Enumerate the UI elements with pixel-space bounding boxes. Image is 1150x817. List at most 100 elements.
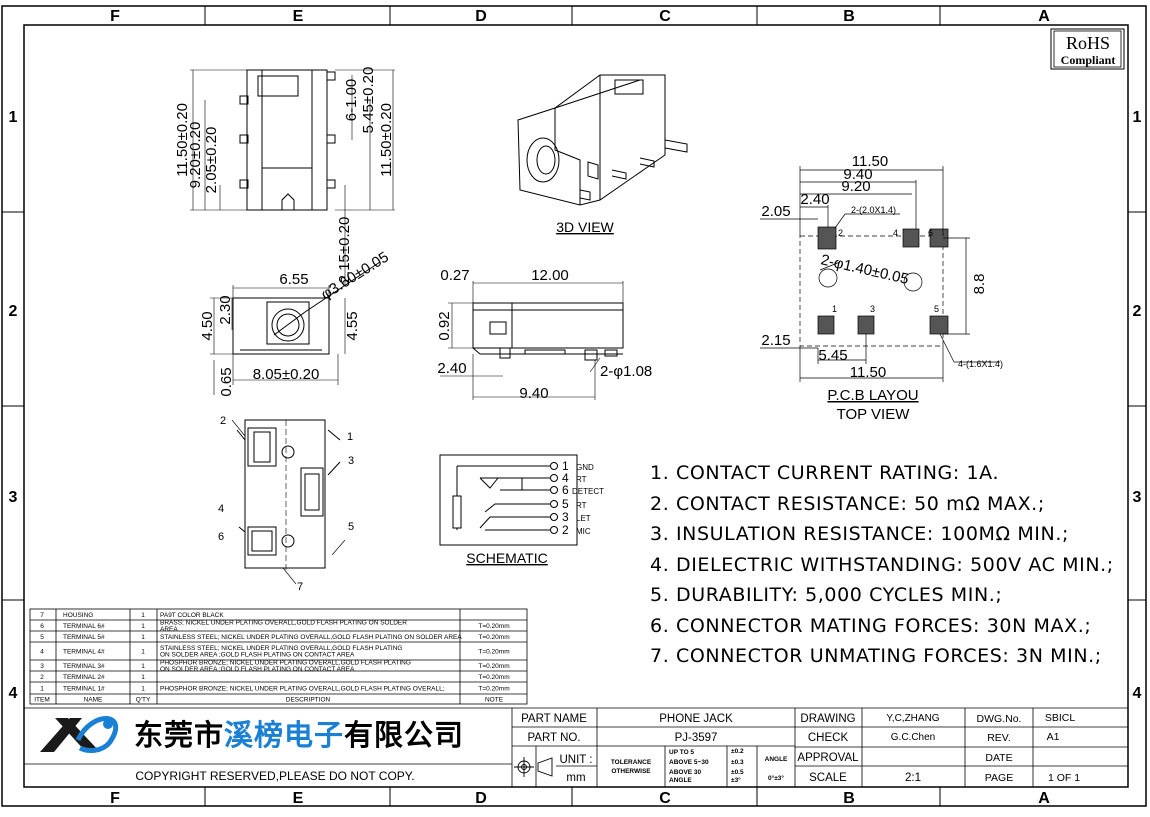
check-value: G.C.Chen (891, 732, 935, 743)
unit-value: mm (566, 772, 585, 784)
side-view-drawing (440, 281, 624, 400)
bom-item: 4 (40, 648, 44, 655)
dim-pcb-11-50: 11.50 (852, 153, 888, 170)
tol-range-4: ANGLE (669, 777, 692, 784)
notes-list: 1. CONTACT CURRENT RATING: 1A. 2. CONTAC… (650, 458, 1120, 672)
note-item: 7. CONNECTOR UNMATING FORCES: 3N MIN.; (650, 645, 1102, 667)
schematic-pin-1-name: GND (576, 463, 594, 472)
schematic-pin-5-name: RT (576, 501, 587, 510)
tol-range-3: ABOVE 30 (669, 769, 702, 776)
pcb-pin-1: 1 (832, 304, 837, 314)
dim-side-9-40: 9.40 (519, 385, 548, 402)
bottom-callout-7: 7 (297, 581, 303, 593)
bom-name: TERMINAL 4# (63, 648, 105, 655)
dim-front-2-30: 2.30 (217, 295, 234, 324)
bom-name: TERMINAL 1# (63, 685, 105, 692)
approval-label: APPROVAL (797, 752, 859, 764)
pcb-sublabel: TOP VIEW (837, 406, 911, 423)
bom-header: NOTE (485, 697, 504, 704)
tol-value-3: ±0.5 (731, 769, 744, 776)
part-name-value: PHONE JACK (659, 713, 733, 725)
tolerance-label-1: TOLERANCE (611, 759, 652, 766)
zone-col-d-top: D (475, 8, 487, 25)
dim-top-11-50b: 11.50±0.20 (378, 103, 395, 177)
date-label: DATE (985, 752, 1012, 764)
schematic-pin-2-name: MIC (576, 527, 591, 536)
pcb-pin-3: 3 (870, 304, 875, 314)
part-no-label: PART NO. (527, 732, 580, 744)
rohs-badge: RoHS Compliant (1050, 28, 1125, 70)
rev-value: A1 (1047, 731, 1060, 743)
dim-side-2-40: 2.40 (437, 360, 466, 377)
bom-qty: 1 (141, 623, 145, 630)
note-item: 3. INSULATION RESISTANCE: 100MΩ MIN.; (650, 523, 1069, 545)
company-logo (40, 716, 119, 753)
dim-top-6-1: 6-1.00 (343, 79, 360, 122)
schematic-pin-4-name: RT (576, 475, 587, 484)
bom-header: ITEM (34, 697, 50, 704)
zone-row-2-right: 2 (1133, 303, 1142, 320)
zone-col-b-bottom: B (843, 790, 855, 807)
dim-top-5-45: 5.45±0.20 (360, 67, 377, 134)
bom-qty: 1 (141, 612, 145, 619)
part-name-label: PART NAME (521, 713, 587, 725)
bom-note: T=0.20mm (478, 648, 509, 655)
bom-header: DESCRIPTION (286, 697, 331, 704)
iso-view-drawing (517, 74, 688, 206)
bottom-callout-5: 5 (348, 521, 354, 533)
bottom-callout-1: 1 (347, 431, 353, 443)
scale-label: SCALE (809, 772, 847, 784)
tol-range-1: UP TO 5 (669, 749, 694, 756)
zone-row-2-left: 2 (9, 303, 18, 320)
company-name-post: 有限公司 (344, 718, 465, 752)
bom-header: Q'TY (136, 697, 151, 704)
bom-qty: 1 (141, 648, 145, 655)
rev-label: REV. (987, 732, 1011, 744)
title-block-grid (24, 707, 1128, 787)
pcb-layout-drawing (760, 166, 1000, 382)
dim-top-2-05: 2.05±0.20 (203, 127, 220, 194)
pcb-pin-6: 6 (928, 228, 933, 238)
note-item: 1. CONTACT CURRENT RATING: 1A. (650, 462, 1000, 484)
tol-value-2: ±0.3 (731, 759, 744, 766)
dim-pcb-dia: 2-φ1.40±0.05 (819, 251, 910, 288)
schematic-label: SCHEMATIC (466, 550, 547, 566)
bom-description: AREA (160, 626, 178, 633)
zone-row-3-left: 3 (9, 489, 18, 506)
bom-item: 6 (40, 623, 44, 630)
bom-qty: 1 (141, 674, 145, 681)
bom-description: PA9T COLOR BLACK (160, 612, 224, 619)
schematic-pin-6-name: DETECT (572, 487, 604, 496)
dim-front-0-65: 0.65 (218, 367, 235, 396)
rohs-subtitle: Compliant (1061, 53, 1116, 67)
bom-item: 7 (40, 612, 44, 619)
bom-description: STAINLESS STEEL; NICKEL UNDER PLATING OV… (160, 634, 462, 641)
zone-col-c-bottom: C (659, 790, 671, 807)
bom-item: 1 (40, 685, 44, 692)
dim-top-2-15: 2.15±0.20 (336, 217, 353, 284)
tol-value-1: ±0.2 (731, 748, 744, 755)
rohs-title: RoHS (1066, 33, 1110, 53)
company-name-highlight: 溪榜电子 (224, 718, 345, 752)
schematic-pin-4-num: 4 (562, 471, 569, 485)
company-name: 东莞市溪榜电子有限公司 (134, 712, 464, 754)
front-view-drawing (210, 261, 381, 395)
schematic-drawing (439, 454, 578, 546)
pcb-pin-4: 4 (893, 228, 898, 238)
schematic-pin-1-num: 1 (562, 459, 569, 473)
bom-name: TERMINAL 5# (63, 634, 105, 641)
check-label: CHECK (808, 732, 849, 744)
bom-item: 2 (40, 674, 44, 681)
zone-col-b-top: B (843, 8, 855, 25)
bottom-callout-6: 6 (218, 531, 224, 543)
dim-top-9-20: 9.20±0.20 (187, 122, 204, 189)
bottom-view-drawing (231, 419, 346, 585)
dim-front-6-55: 6.55 (279, 271, 308, 288)
tolerance-label-2: OTHERWISE (611, 768, 651, 775)
tol-value-4: ±3° (731, 776, 741, 784)
bom-name: TERMINAL 3# (63, 663, 105, 670)
bom-item: 5 (40, 634, 44, 641)
pcb-label: P.C.B LAYOU (827, 387, 918, 404)
drawing-label: DRAWING (800, 713, 855, 725)
